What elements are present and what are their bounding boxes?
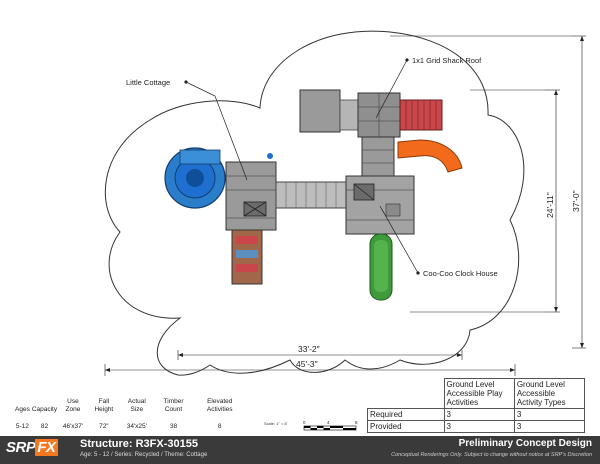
scale-mark: 8	[355, 420, 358, 425]
spec-value: 8	[217, 423, 222, 430]
spec-value: 34'x25'	[126, 423, 147, 430]
label-little-cottage: Little Cottage	[126, 78, 170, 87]
logo-fx: FX	[35, 439, 58, 456]
logo-srp: SRP	[6, 439, 36, 456]
accessibility-cell: 3	[443, 408, 515, 421]
callout-clock-house: Coo-Coo Clock House	[379, 205, 498, 278]
dim-width-inner: 33'-2"	[177, 344, 463, 360]
structure-id: Structure: R3FX-30155	[80, 438, 198, 450]
scale-mark: 4	[327, 420, 330, 425]
accessibility-row-label: Provided	[367, 420, 445, 433]
spec-value: 72"	[99, 423, 109, 430]
spiral-slide	[164, 147, 226, 209]
spec-value: 5-12	[15, 423, 29, 430]
accessibility-cell: 3	[443, 420, 515, 433]
scale-mark: 0	[303, 420, 306, 425]
dim-depth-outer: 37'-0"	[390, 35, 586, 349]
accessibility-col-header: Ground Level Accessible Activity Types	[513, 378, 586, 409]
accessibility-cell: 3	[513, 408, 586, 421]
little-cottage-deck	[225, 153, 277, 231]
dim-depth-outer-label: 37'-0"	[571, 190, 581, 212]
dim-depth-inner: 24'-11"	[410, 89, 560, 313]
spec-header: Ages	[15, 406, 30, 413]
spec-header: Fall Height	[94, 398, 114, 413]
dim-width-outer-label: 45'-3"	[296, 359, 318, 369]
red-roof-panel	[399, 99, 443, 131]
playground-plan: Little Cottage 1x1 Grid Shack Roof Coo-C…	[104, 30, 586, 376]
accessibility-blank-cell	[368, 379, 445, 409]
spec-value: 46'x37'	[62, 423, 84, 430]
connecting-bridge	[275, 181, 347, 209]
scale-graphic: 0 4 8	[303, 420, 358, 431]
specs-value-row: 5-12 82 46'x37' 72" 34'x25' 38 8	[14, 414, 246, 431]
spec-header: Actual Size	[127, 398, 146, 413]
accessibility-row: Provided 3 3	[367, 420, 586, 433]
dim-depth-inner-label: 24'-11"	[545, 192, 555, 218]
use-zone-outline	[104, 30, 525, 376]
accessibility-row-label: Required	[367, 408, 445, 421]
accessibility-cell: 3	[513, 420, 586, 433]
cottage-climber	[231, 229, 263, 285]
spec-header: Elevated Activities	[206, 398, 233, 413]
specs-table: Ages Capacity Use Zone Fall Height Actua…	[14, 398, 246, 431]
accessibility-table: Ground Level Accessible Play Activities …	[367, 378, 586, 433]
callout-grid-shack: 1x1 Grid Shack Roof	[375, 56, 482, 119]
grid-shack-roof	[299, 89, 401, 177]
specs-header-row: Ages Capacity Use Zone Fall Height Actua…	[14, 398, 246, 414]
orange-slide	[397, 139, 463, 173]
accessibility-header-row: Ground Level Accessible Play Activities …	[368, 378, 586, 409]
callout-little-cottage: Little Cottage	[126, 78, 248, 181]
green-slide	[369, 233, 393, 301]
accessibility-row: Required 3 3	[367, 408, 586, 421]
label-clock-house: Coo-Coo Clock House	[423, 269, 498, 278]
structure-subtitle: Age: 5 - 12 / Series: Recycled / Theme: …	[80, 452, 208, 458]
spec-header: Timber Count	[163, 398, 184, 413]
clock-house-deck	[345, 175, 415, 235]
spec-value: 82	[40, 423, 49, 430]
spec-header: Capacity	[31, 406, 58, 413]
scale-label: Scale: 1" = 8'	[264, 421, 288, 426]
dim-width-inner-label: 33'-2"	[298, 344, 320, 354]
dim-width-outer: 45'-3"	[104, 359, 516, 376]
spec-value: 38	[169, 423, 178, 430]
design-title: Preliminary Concept Design	[458, 438, 592, 449]
spec-header: Use Zone	[65, 398, 81, 413]
accessibility-col-header: Ground Level Accessible Play Activities	[443, 378, 515, 409]
scale-bar: Scale: 1" = 8'	[264, 421, 287, 426]
label-grid-shack-roof: 1x1 Grid Shack Roof	[412, 56, 482, 65]
disclaimer: Conceptual Renderings Only. Subject to c…	[391, 452, 592, 458]
